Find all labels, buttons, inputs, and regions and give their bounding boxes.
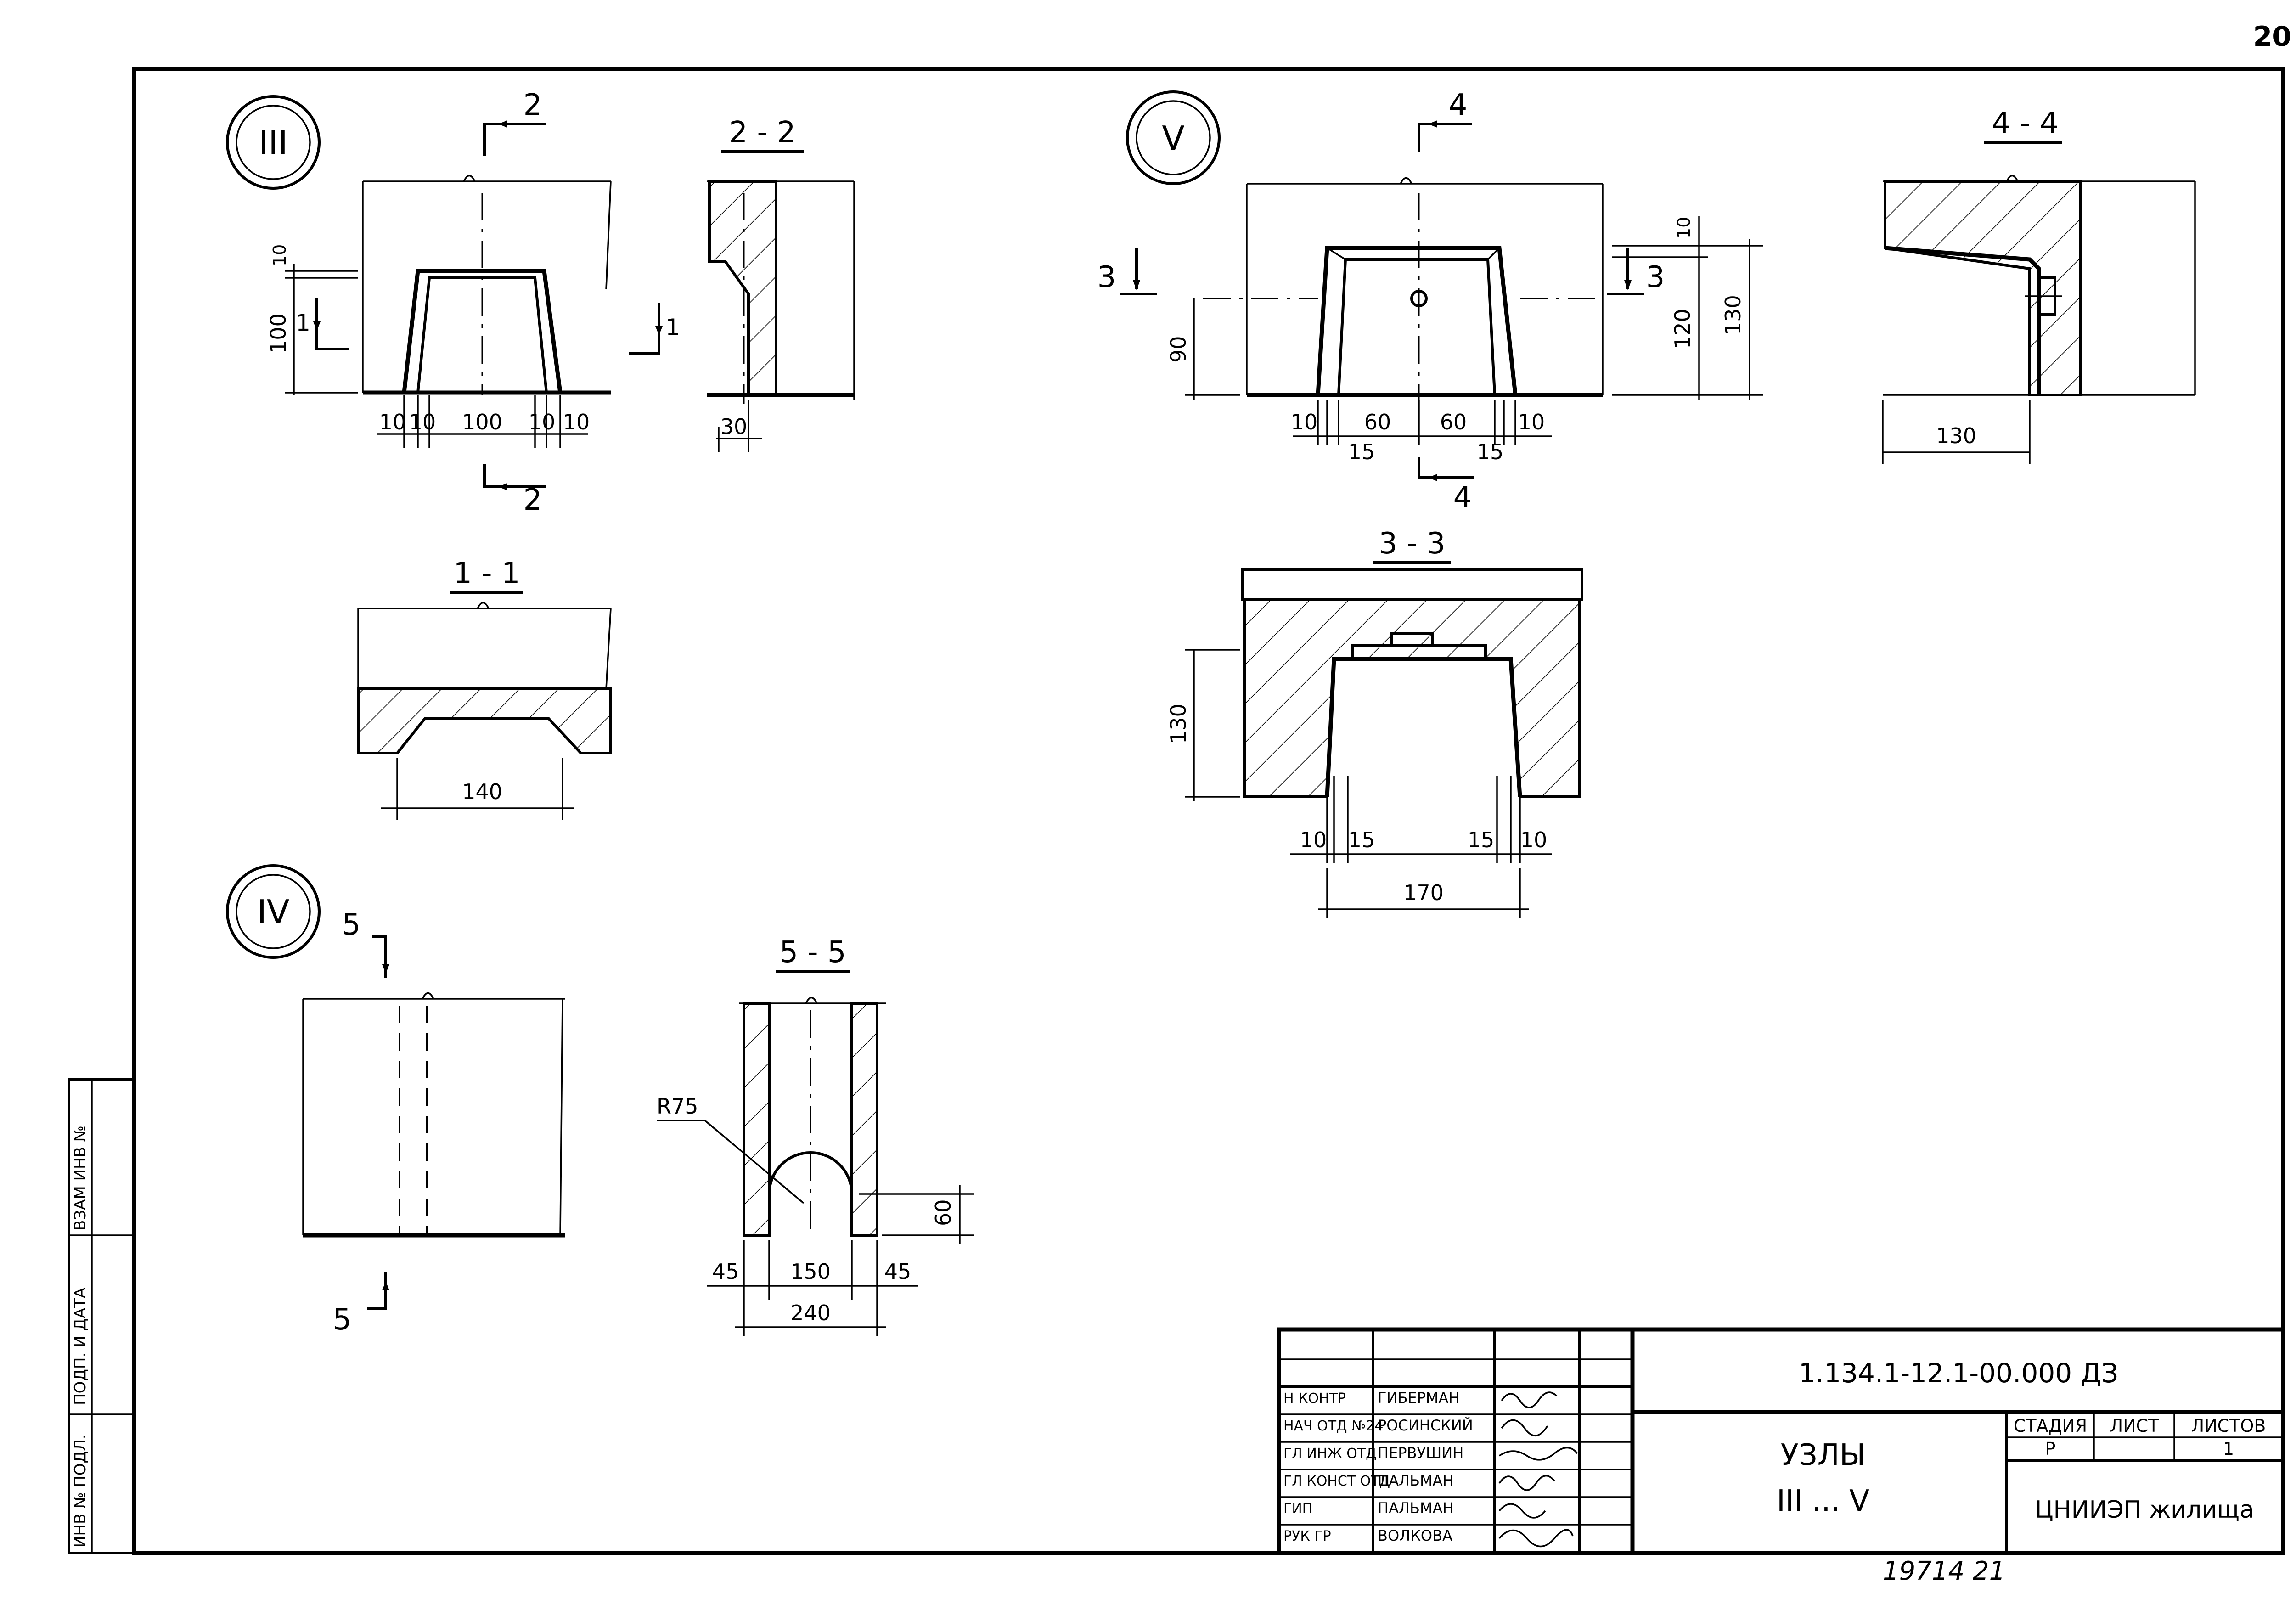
side-stamp-inv: ИНВ № ПОДЛ.: [71, 1434, 90, 1548]
tb-sheets-label: ЛИСТОВ: [2191, 1416, 2266, 1436]
s55-dim-45b: 45: [884, 1259, 912, 1284]
tb-title-line1: УЗЛЫ: [1781, 1438, 1866, 1472]
cut-4-top: 4: [1449, 88, 1468, 122]
n3-dim-b10d: 10: [563, 410, 590, 434]
node-5-marker: V: [1126, 90, 1221, 185]
tb-name-4: ПАЛЬМАН: [1378, 1499, 1454, 1517]
s55-dim-60: 60: [931, 1199, 956, 1226]
s33-dim-15a: 15: [1348, 828, 1375, 852]
section-3-3: 3 - 3 130 10 15 15 10 170: [1166, 527, 1583, 918]
tb-role-1: НАЧ ОТД №24: [1283, 1418, 1383, 1434]
side-stamp-podp: ПОДП. И ДАТА: [71, 1288, 90, 1405]
n3-dim-b10c: 10: [529, 410, 556, 434]
drawing-frame: [132, 67, 2285, 1555]
cut-2-bottom: 2: [523, 483, 542, 517]
side-stamp: ВЗАМ ИНВ № ПОДП. И ДАТА ИНВ № ПОДЛ.: [68, 1078, 135, 1554]
cut-3-left: 3: [1097, 260, 1116, 294]
node-3-plan: 2 2 1 1 10 100 10 10 100 10 10: [266, 88, 680, 517]
section-1-1: 1 - 1 140: [357, 557, 612, 820]
node-4-plan: 5 5: [302, 908, 565, 1337]
s55-dim-240: 240: [790, 1301, 831, 1325]
cut-1-right: 1: [665, 314, 680, 341]
s22-dim-30: 30: [720, 414, 748, 439]
n3-dim-b10a: 10: [379, 410, 406, 434]
n5-dim-b15a: 15: [1348, 439, 1375, 464]
section-2-2-label: 2 - 2: [729, 116, 795, 150]
s44-dim-130: 130: [1936, 423, 1976, 448]
tb-title-line2: III ... V: [1777, 1484, 1869, 1518]
tb-sheet-label: ЛИСТ: [2110, 1416, 2160, 1436]
n5-dim-10v: 10: [1674, 217, 1694, 239]
node-5-plan: 4 4 3 3 10 120 130 90 10 60: [1097, 88, 1763, 515]
node-4-marker: IV: [226, 864, 321, 959]
s11-dim-140: 140: [462, 779, 502, 804]
node-4-label: IV: [257, 893, 290, 931]
cut-5-top: 5: [342, 908, 361, 942]
tb-role-3: ГЛ КОНСТ ОТД: [1283, 1473, 1390, 1489]
n5-dim-130: 130: [1721, 295, 1745, 335]
node-5-label: V: [1162, 119, 1184, 158]
section-4-4-label: 4 - 4: [1992, 107, 2058, 141]
cut-4-bottom: 4: [1453, 481, 1472, 515]
section-5-5: 5 - 5 R75 60 45 150 45 240: [657, 935, 974, 1336]
tb-name-2: ПЕРВУШИН: [1378, 1444, 1463, 1462]
n5-dim-b60b: 60: [1440, 410, 1467, 434]
n5-dim-120: 120: [1670, 309, 1695, 349]
n3-dim-b100: 100: [462, 410, 502, 434]
node-3-marker: III: [226, 95, 321, 190]
signatures: [1498, 1391, 1578, 1548]
n3-dim-10: 10: [270, 244, 290, 266]
cut-5-bottom: 5: [333, 1303, 352, 1337]
tb-stage-label: СТАДИЯ: [2014, 1416, 2087, 1436]
title-block: 1.134.1-12.1-00.000 ДЗ УЗЛЫ III ... V СТ…: [1277, 1327, 2285, 1555]
node-3-label: III: [259, 124, 288, 162]
n3-dim-100: 100: [266, 313, 291, 354]
s33-dim-170: 170: [1403, 880, 1444, 905]
s33-dim-130: 130: [1166, 704, 1191, 744]
s33-dim-15b: 15: [1468, 828, 1495, 852]
s33-dim-10b: 10: [1520, 828, 1548, 852]
s33-dim-10a: 10: [1300, 828, 1327, 852]
tb-name-0: ГИБЕРМАН: [1378, 1389, 1459, 1407]
side-stamp-vzam: ВЗАМ ИНВ №: [71, 1126, 90, 1231]
cut-3-right: 3: [1646, 260, 1665, 294]
tb-role-0: Н КОНТР: [1283, 1391, 1346, 1407]
s55-dim-r75: R75: [657, 1094, 698, 1119]
n5-dim-90: 90: [1166, 336, 1191, 363]
s55-dim-45a: 45: [712, 1259, 739, 1284]
n5-dim-b60a: 60: [1364, 410, 1391, 434]
tb-doc-code: 1.134.1-12.1-00.000 ДЗ: [1799, 1357, 2118, 1389]
section-2-2: 2 - 2 30: [707, 116, 855, 452]
tb-org: ЦНИИЭП жилища: [2035, 1496, 2254, 1524]
s55-dim-150: 150: [790, 1259, 831, 1284]
tb-role-5: РУК ГР: [1283, 1528, 1331, 1544]
n5-dim-b10a: 10: [1291, 410, 1318, 434]
page-number: 20: [2253, 21, 2292, 53]
tb-name-5: ВОЛКОВА: [1378, 1527, 1452, 1544]
tb-sheets-value: 1: [2223, 1439, 2234, 1459]
tb-stage-value: Р: [2045, 1439, 2056, 1459]
cut-2-top: 2: [523, 88, 542, 122]
n3-dim-b10b: 10: [409, 410, 436, 434]
footer-note: 19714 21: [1883, 1556, 2005, 1586]
section-4-4: 4 - 4 130: [1882, 107, 2196, 464]
cut-1-left: 1: [296, 310, 310, 336]
tb-name-3: ПАЛЬМАН: [1378, 1472, 1454, 1489]
section-3-3-label: 3 - 3: [1379, 527, 1445, 561]
section-1-1-label: 1 - 1: [453, 557, 520, 591]
tb-role-4: ГИП: [1283, 1501, 1312, 1517]
tb-role-2: ГЛ ИНЖ ОТД: [1283, 1446, 1377, 1462]
tb-name-1: РОСИНСКИЙ: [1378, 1417, 1473, 1434]
n5-dim-b10b: 10: [1518, 410, 1545, 434]
n5-dim-b15b: 15: [1477, 439, 1504, 464]
section-5-5-label: 5 - 5: [779, 935, 846, 969]
